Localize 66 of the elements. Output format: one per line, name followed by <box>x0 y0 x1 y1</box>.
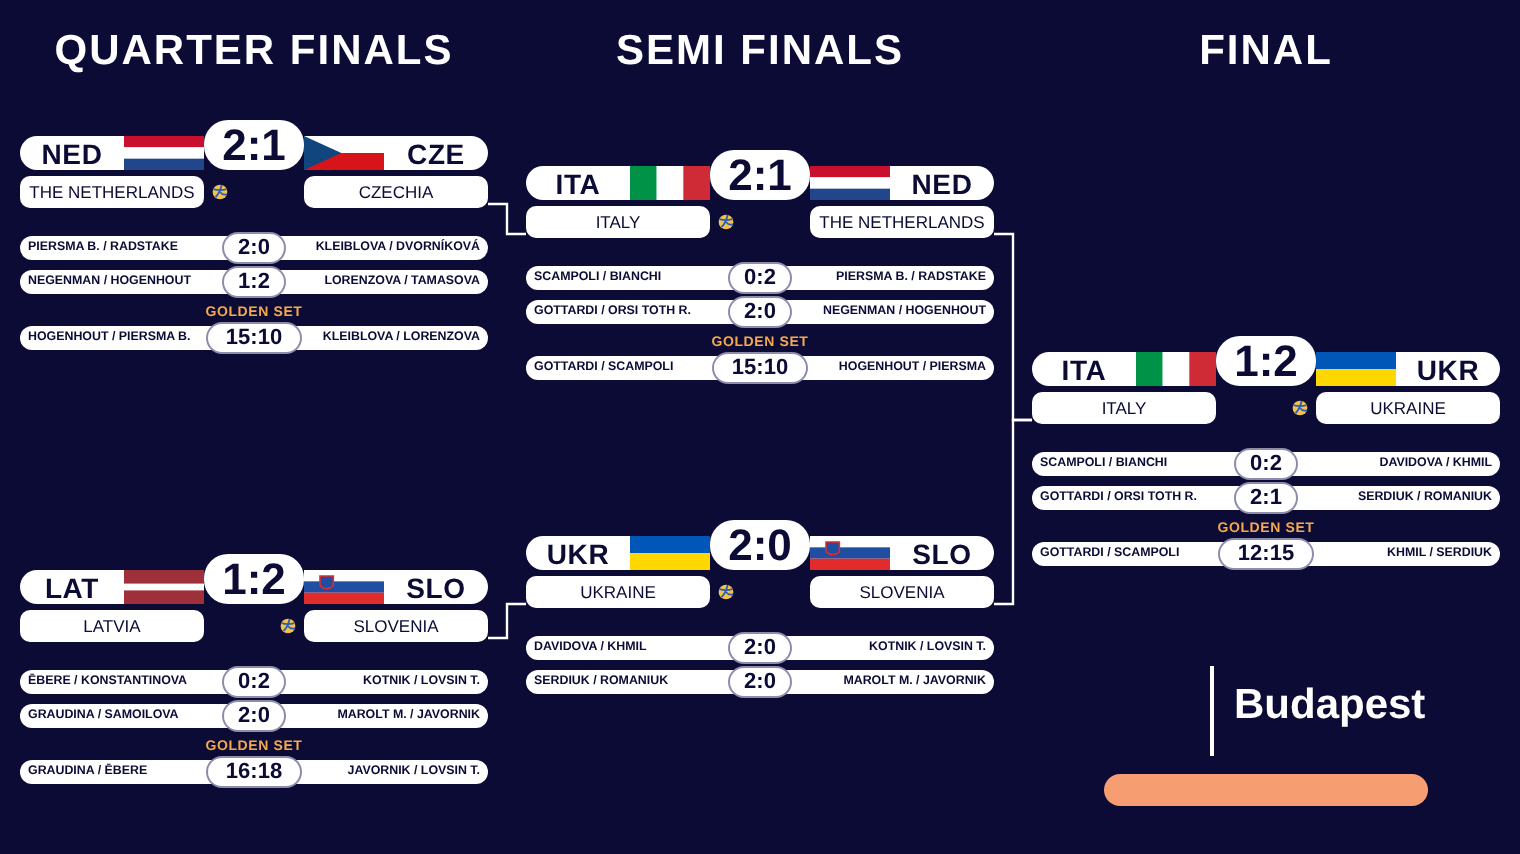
round-heading: FINAL <box>1199 30 1333 72</box>
bracket-line <box>994 418 1032 606</box>
set-score-pill: 2:0 <box>728 666 792 698</box>
set-score-pill: 2:0 <box>222 232 286 264</box>
set-result-row <box>20 670 488 694</box>
team-pill <box>1032 352 1216 386</box>
team-code: CZE <box>407 139 465 167</box>
team-code: SLO <box>406 573 466 601</box>
match-score-pill: 1:2 <box>1216 336 1316 386</box>
set-result-row <box>526 670 994 694</box>
set-score-pill: 2:0 <box>222 700 286 732</box>
team-pill <box>810 536 994 570</box>
set-result-row <box>1032 452 1500 476</box>
match-score-pill: 2:1 <box>710 150 810 200</box>
round-heading: QUARTER FINALS <box>54 30 454 72</box>
set-score-pill: 0:2 <box>728 262 792 294</box>
team-pill <box>20 136 204 170</box>
set-score-pill: 0:2 <box>1234 448 1298 480</box>
team-code: NED <box>911 169 973 197</box>
round-heading: SEMI FINALS <box>616 30 904 72</box>
set-result-row <box>526 636 994 660</box>
match-score-pill: 2:0 <box>710 520 810 570</box>
set-score-pill: 2:1 <box>1234 482 1298 514</box>
set-result-row <box>20 270 488 294</box>
host-city-name: Budapest <box>1234 684 1426 726</box>
set-score-pill: 0:2 <box>222 666 286 698</box>
country-name-box: UKRAINE <box>526 576 710 608</box>
team-pill <box>526 166 710 200</box>
set-score-pill: 1:2 <box>222 266 286 298</box>
set-result-row <box>1032 486 1500 510</box>
country-name-box: LATVIA <box>20 610 204 642</box>
team-code: LAT <box>44 573 100 601</box>
team-pill <box>304 570 488 604</box>
team-pill <box>1316 352 1500 386</box>
set-result-row <box>526 300 994 324</box>
country-name-box: THE NETHERLANDS <box>20 176 204 208</box>
country-name-box: ITALY <box>1032 392 1216 424</box>
team-pill <box>526 536 710 570</box>
set-score-pill: 15:10 <box>206 322 302 354</box>
match-score-pill: 1:2 <box>204 554 304 604</box>
set-score-pill: 2:0 <box>728 632 792 664</box>
team-pill <box>304 136 488 170</box>
match-score-pill: 2:1 <box>204 120 304 170</box>
bracket-line <box>488 602 526 640</box>
set-result-row <box>20 236 488 260</box>
set-score-pill: 16:18 <box>206 756 302 788</box>
team-code: SLO <box>912 539 972 567</box>
country-name-box: ITALY <box>526 206 710 238</box>
team-code: UKR <box>1416 355 1480 383</box>
bracket-line <box>488 202 526 236</box>
set-score-pill: 12:15 <box>1218 538 1314 570</box>
country-name-box: UKRAINE <box>1316 392 1500 424</box>
country-name-box: SLOVENIA <box>810 576 994 608</box>
set-score-pill: 15:10 <box>712 352 808 384</box>
set-result-row <box>526 266 994 290</box>
team-code: ITA <box>555 169 601 197</box>
country-name-box: CZECHIA <box>304 176 488 208</box>
team-code: UKR <box>546 539 610 567</box>
team-code: NED <box>41 139 103 167</box>
team-pill <box>20 570 204 604</box>
country-name-box: SLOVENIA <box>304 610 488 642</box>
set-score-pill: 2:0 <box>728 296 792 328</box>
team-code: ITA <box>1061 355 1107 383</box>
team-pill <box>810 166 994 200</box>
set-result-row <box>20 704 488 728</box>
country-name-box: THE NETHERLANDS <box>810 206 994 238</box>
